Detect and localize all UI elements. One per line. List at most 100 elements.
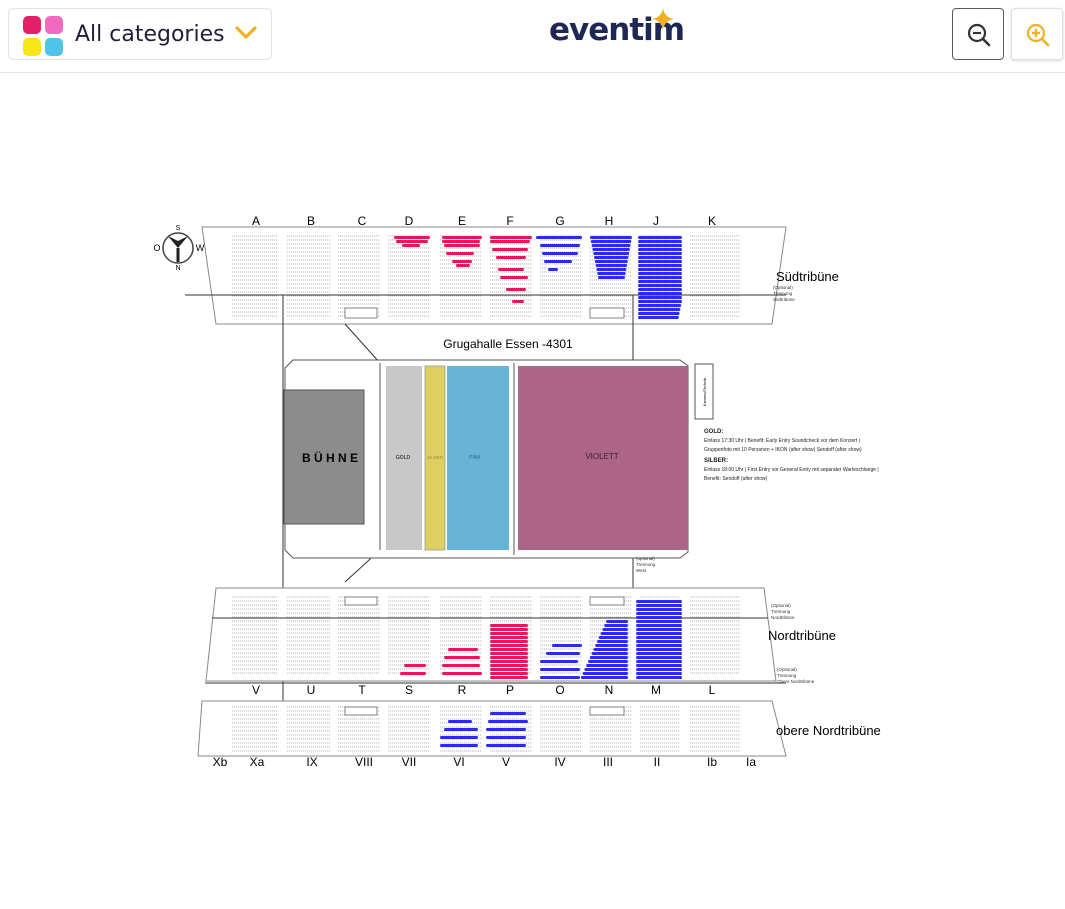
available-seat-row[interactable] [540,668,580,671]
available-seat-row[interactable] [490,676,528,679]
available-seat-row[interactable] [512,300,524,303]
upper-north-seats[interactable] [440,712,528,747]
available-seat-row[interactable] [490,652,528,655]
available-seat-row[interactable] [636,600,682,603]
available-seat-row[interactable] [396,240,428,243]
available-seat-row[interactable] [638,252,682,255]
available-seat-row[interactable] [444,244,480,247]
available-seat-row[interactable] [490,632,528,635]
available-seat-row[interactable] [446,252,474,255]
available-seat-row[interactable] [638,248,682,251]
available-seat-row[interactable] [638,284,682,287]
available-seat-row[interactable] [595,644,628,647]
available-seat-row[interactable] [580,676,628,679]
available-seat-row[interactable] [636,652,682,655]
available-seat-row[interactable] [448,648,478,651]
available-seat-row[interactable] [636,664,682,667]
available-seat-row[interactable] [488,720,528,723]
available-seat-row[interactable] [490,660,528,663]
available-seat-row[interactable] [552,644,582,647]
available-seat-row[interactable] [638,308,681,311]
available-seat-row[interactable] [394,236,430,239]
north-stand-seats[interactable] [400,600,682,679]
available-seat-row[interactable] [490,672,528,675]
available-seat-row[interactable] [636,676,682,679]
available-seat-row[interactable] [636,668,682,671]
available-seat-row[interactable] [636,620,682,623]
available-seat-row[interactable] [444,728,478,731]
available-seat-row[interactable] [597,272,626,275]
available-seat-row[interactable] [591,652,628,655]
available-seat-row[interactable] [490,664,528,667]
available-seat-row[interactable] [490,236,532,239]
available-seat-row[interactable] [486,728,526,731]
available-seat-row[interactable] [486,736,526,739]
silber-zone[interactable] [424,365,446,551]
available-seat-row[interactable] [598,636,628,639]
available-seat-row[interactable] [636,636,682,639]
available-seat-row[interactable] [636,604,682,607]
available-seat-row[interactable] [594,260,628,263]
available-seat-row[interactable] [636,660,682,663]
available-seat-row[interactable] [638,300,682,303]
south-stand-seats[interactable] [394,236,682,319]
available-seat-row[interactable] [636,672,682,675]
available-seat-row[interactable] [544,260,572,263]
available-seat-row[interactable] [548,268,558,271]
available-seat-row[interactable] [486,744,526,747]
available-seat-row[interactable] [540,244,580,247]
available-seat-row[interactable] [402,244,420,247]
available-seat-row[interactable] [638,264,682,267]
available-seat-row[interactable] [638,292,682,295]
available-seat-row[interactable] [542,252,578,255]
available-seat-row[interactable] [400,672,426,675]
available-seat-row[interactable] [582,672,628,675]
available-seat-row[interactable] [636,644,682,647]
available-seat-row[interactable] [590,236,632,239]
available-seat-row[interactable] [496,256,526,259]
available-seat-row[interactable] [638,260,682,263]
available-seat-row[interactable] [638,316,679,319]
available-seat-row[interactable] [636,624,682,627]
available-seat-row[interactable] [440,744,478,747]
available-seat-row[interactable] [492,248,528,251]
available-seat-row[interactable] [592,248,630,251]
available-seat-row[interactable] [444,656,480,659]
available-seat-row[interactable] [546,652,580,655]
available-seat-row[interactable] [490,628,528,631]
available-seat-row[interactable] [636,608,682,611]
available-seat-row[interactable] [638,240,682,243]
available-seat-row[interactable] [638,272,682,275]
available-seat-row[interactable] [490,640,528,643]
available-seat-row[interactable] [490,668,528,671]
available-seat-row[interactable] [456,264,470,267]
available-seat-row[interactable] [448,720,472,723]
available-seat-row[interactable] [490,648,528,651]
available-seat-row[interactable] [490,644,528,647]
available-seat-row[interactable] [593,648,628,651]
available-seat-row[interactable] [590,240,632,243]
available-seat-row[interactable] [638,244,682,247]
available-seat-row[interactable] [589,656,628,659]
available-seat-row[interactable] [588,660,628,663]
category-select[interactable]: All categories [8,8,272,60]
available-seat-row[interactable] [596,268,627,271]
available-seat-row[interactable] [638,312,680,315]
available-seat-row[interactable] [638,268,682,271]
available-seat-row[interactable] [490,636,528,639]
available-seat-row[interactable] [490,624,528,627]
available-seat-row[interactable] [638,236,682,239]
available-seat-row[interactable] [442,240,480,243]
zoom-out-button[interactable] [952,8,1004,60]
violett-zone[interactable] [518,366,688,550]
available-seat-row[interactable] [540,676,580,679]
available-seat-row[interactable] [602,628,628,631]
available-seat-row[interactable] [586,664,628,667]
available-seat-row[interactable] [498,268,524,271]
pink-zone[interactable] [447,366,509,550]
available-seat-row[interactable] [606,620,628,623]
available-seat-row[interactable] [594,256,629,259]
available-seat-row[interactable] [638,276,682,279]
available-seat-row[interactable] [584,668,628,671]
available-seat-row[interactable] [638,256,682,259]
